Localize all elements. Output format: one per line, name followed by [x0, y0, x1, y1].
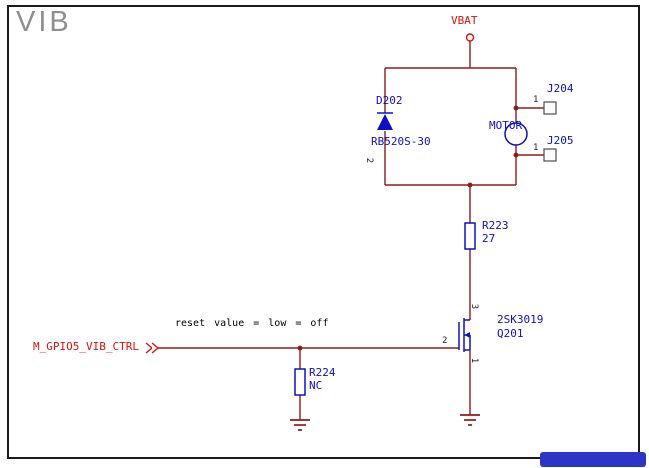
d202-value: RB520S-30: [371, 135, 431, 148]
j205-refdes: J205: [547, 134, 574, 147]
r224-refdes: R224: [309, 366, 336, 379]
mosfet-arrow-icon: [464, 332, 470, 338]
junction-dot: [297, 345, 303, 351]
q201-pin-source: 1: [469, 357, 480, 364]
j204-pad: [543, 101, 557, 115]
junction-dot: [467, 182, 473, 188]
junction-dot: [513, 105, 519, 111]
watermark-logo: [540, 452, 646, 467]
offpage-connector-icon: [145, 342, 154, 354]
r224-value: NC: [309, 379, 323, 392]
r223-refdes: R223: [482, 219, 509, 232]
ground-icon: [290, 419, 310, 431]
ground-icon: [460, 414, 480, 426]
d202-refdes: D202: [376, 94, 403, 107]
sheet-border: [7, 5, 640, 459]
r223-value: 27: [482, 232, 496, 245]
offpage-connector-icon: [151, 342, 160, 354]
d202-pin-2: 2: [364, 157, 375, 164]
annotation-reset-value: reset value = low = off: [175, 318, 329, 329]
vbat-power-icon: [465, 33, 475, 42]
q201-refdes: Q201: [497, 327, 524, 340]
j205-pad: [543, 148, 557, 162]
page-title: VIB: [16, 6, 72, 38]
diode-symbol: [377, 114, 393, 130]
q201-pin-gate: 2: [442, 336, 448, 346]
j204-refdes: J204: [547, 82, 574, 95]
j204-pin-1: 1: [533, 95, 539, 105]
net-label-gpio-ctrl: M_GPIO5_VIB_CTRL: [33, 340, 139, 353]
junction-dot: [513, 152, 519, 158]
net-label-vbat: VBAT: [451, 14, 478, 27]
r223-symbol: [464, 222, 476, 250]
j205-pin-1: 1: [533, 143, 539, 153]
r224-symbol: [294, 368, 306, 396]
motor-label: MOTOR: [489, 119, 523, 132]
motor-symbol: [504, 122, 528, 146]
q201-part-number: 2SK3019: [497, 313, 544, 326]
q201-pin-drain: 3: [469, 303, 480, 310]
